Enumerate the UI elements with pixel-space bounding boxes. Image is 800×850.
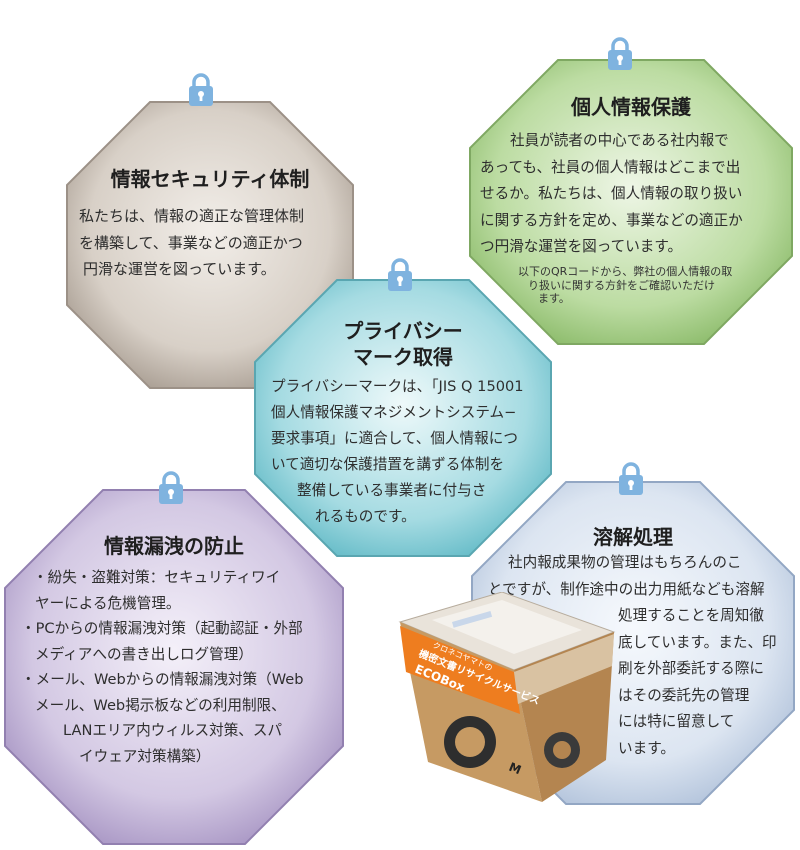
privacy-protection-title: 個人情報保護: [571, 95, 691, 119]
leak-prevention-panel: 情報漏洩の防止 ・紛失・盗難対策：セキュリティワイ ヤーによる危機管理。 ・PC…: [3, 488, 345, 846]
privacy-mark-title: プライバシー マーク取得: [343, 319, 463, 369]
security-system-title: 情報セキュリティ体制: [110, 167, 310, 191]
privacy-note: 以下のQRコードから、弊社の個人情報の取 り扱いに関する方針をご確認いただけ ま…: [518, 265, 733, 305]
padlock-icon: [186, 72, 216, 108]
padlock-icon: [156, 470, 186, 506]
privacy-mark-panel: プライバシー マーク取得 プライバシーマークは、「JIS Q 15001 個人情…: [253, 278, 553, 558]
privacy-protection-panel: 個人情報保護 社員が読者の中心である社内報で あっても、社員の個人情報はどこまで…: [468, 58, 794, 346]
octagon-shape: [254, 279, 552, 557]
dissolution-title: 溶解処理: [593, 525, 673, 549]
octagon-shape: [469, 59, 793, 345]
octagon-shape: [4, 489, 344, 845]
leak-prevention-title: 情報漏洩の防止: [104, 534, 244, 558]
padlock-icon: [605, 36, 635, 72]
ecobox-size: M: [507, 760, 523, 777]
security-system-panel: 情報セキュリティ体制 私たちは、情報の適正な管理体制 を構築して、事業などの適正…: [65, 100, 355, 390]
padlock-icon: [385, 257, 415, 293]
ecobox-image: クロネコヤマトの 機密文書リサイクルサービス ECOBox M: [398, 592, 616, 802]
dissolution-text: 社内報成果物の管理はもちろんのこ とですが、制作途中の出力用紙なども溶解 処理す…: [488, 554, 777, 757]
security-system-text: 私たちは、情報の適正な管理体制 を構築して、事業などの適正かつ 円滑な運営を図っ…: [79, 207, 305, 278]
padlock-icon: [616, 461, 646, 497]
privacy-protection-text: 社員が読者の中心である社内報で あっても、社員の個人情報はどこまで出 せるか。私…: [480, 132, 743, 255]
privacy-mark-text: プライバシーマークは、「JIS Q 15001 個人情報保護マネジメントシステム…: [271, 378, 524, 525]
leak-prevention-text: ・紛失・盗難対策：セキュリティワイ ヤーによる危機管理。 ・PCからの情報漏洩対…: [21, 569, 304, 765]
